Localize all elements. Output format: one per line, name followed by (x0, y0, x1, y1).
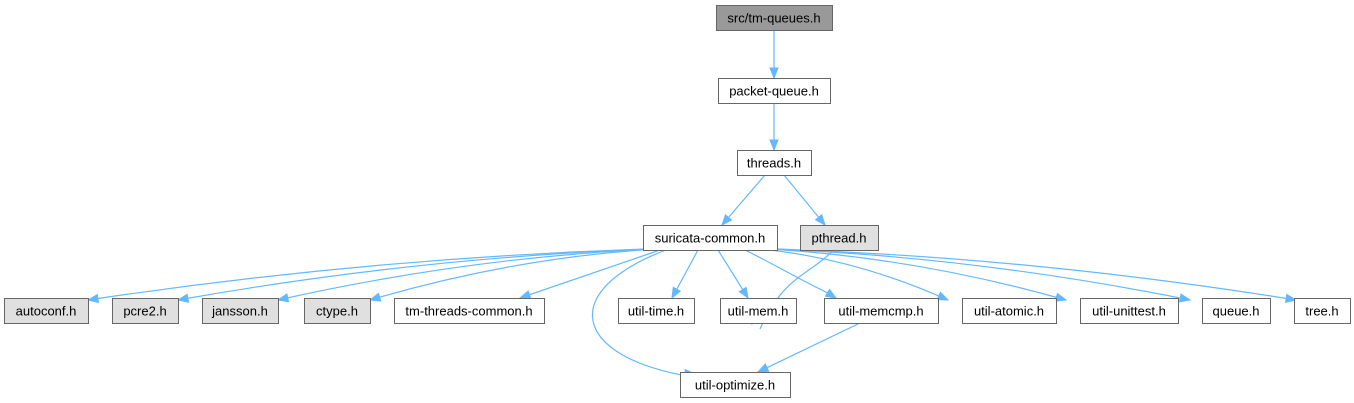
edge-arrowhead-n_common-to-n_tmtc (518, 290, 532, 300)
edge-n_common-to-n_ctype (369, 248, 656, 301)
edge-n_common-to-n_jansson (277, 248, 653, 301)
node-n_unittest[interactable]: util-unittest.h (1080, 298, 1179, 324)
node-label: suricata-common.h (655, 231, 766, 246)
node-n_optimize[interactable]: util-optimize.h (680, 372, 791, 398)
node-box (304, 298, 371, 324)
edge-arrowhead-n_common-to-n_queue (1178, 293, 1192, 303)
node-box (4, 298, 89, 324)
node-label: pcre2.h (123, 304, 166, 319)
node-n_pthread: pthread.h (800, 225, 879, 251)
node-box (824, 298, 939, 324)
node-label: jansson.h (211, 304, 268, 319)
node-label: tm-threads-common.h (405, 304, 532, 319)
node-box (720, 298, 797, 324)
node-box (718, 78, 831, 104)
edge-arrowhead-n_common-to-n_atomic (936, 291, 950, 301)
node-label: util-optimize.h (695, 378, 775, 393)
node-n_tmtc[interactable]: tm-threads-common.h (394, 298, 545, 324)
node-box (112, 298, 179, 324)
edge-arrowhead-n_common-to-n_unittest (1054, 292, 1068, 302)
edge-arrowhead-n_common-to-n_autoconf (86, 293, 100, 304)
node-box (962, 298, 1057, 324)
node-box (680, 372, 791, 398)
node-box (1202, 298, 1271, 324)
node-box (202, 298, 279, 324)
node-box (716, 5, 833, 31)
node-n_pcre2: pcre2.h (112, 298, 179, 324)
node-n_tree[interactable]: tree.h (1294, 298, 1351, 324)
node-label: ctype.h (316, 304, 358, 319)
edge-arrowhead-n_common-to-n_pcre2 (176, 293, 190, 303)
node-label: util-mem.h (728, 304, 789, 319)
node-box (737, 150, 812, 176)
node-label: src/tm-queues.h (727, 11, 820, 26)
node-label: autoconf.h (16, 304, 77, 319)
edge-arrowhead-n_common-to-n_memcmp (824, 288, 838, 299)
nodes-layer: src/tm-queues.h packet-queue.h threads.h su… (4, 5, 1351, 398)
node-n_memcmp[interactable]: util-memcmp.h (824, 298, 939, 324)
node-box (394, 298, 545, 324)
node-label: util-atomic.h (974, 304, 1044, 319)
edge-arrowhead-n_threads-to-n_common (721, 213, 733, 227)
edge-n_threads-to-n_common (721, 174, 766, 226)
edge-n_threads-to-n_pthread (783, 174, 826, 226)
edge-n_common-to-n_optimize (592, 249, 688, 377)
edge-arrowhead-n_common-to-n_time (671, 286, 682, 300)
edge-n_memcmp-to-n_optimize (757, 322, 861, 373)
node-n_atomic[interactable]: util-atomic.h (962, 298, 1057, 324)
node-box (618, 298, 695, 324)
edge-arrowhead-n_memcmp-to-n_optimize (756, 363, 770, 373)
node-n_autoconf: autoconf.h (4, 298, 89, 324)
node-label: pthread.h (812, 231, 867, 246)
edge-arrowhead-n_root-to-n_pq (769, 67, 779, 80)
node-box (1080, 298, 1179, 324)
edge-n_common-to-n_queue (774, 248, 1191, 301)
node-label: util-unittest.h (1092, 304, 1166, 319)
node-n_queue[interactable]: queue.h (1202, 298, 1271, 324)
node-box (1294, 298, 1351, 324)
edge-arrowhead-n_threads-to-n_pthread (814, 213, 826, 227)
node-n_threads[interactable]: threads.h (737, 150, 812, 176)
edge-n_common-to-n_tree (776, 248, 1297, 301)
edges-layer (86, 30, 1298, 379)
edge-n_common-to-n_pcre2 (177, 248, 651, 301)
node-label: queue.h (1213, 304, 1260, 319)
node-n_pq[interactable]: packet-queue.h (718, 78, 831, 104)
node-n_time[interactable]: util-time.h (618, 298, 695, 324)
node-n_common[interactable]: suricata-common.h (643, 225, 778, 251)
node-label: threads.h (747, 156, 801, 171)
node-label: util-time.h (628, 304, 684, 319)
edge-arrowhead-n_pq-to-n_threads (769, 139, 779, 152)
node-n_root[interactable]: src/tm-queues.h (716, 5, 833, 31)
node-box (643, 225, 778, 251)
node-label: util-memcmp.h (838, 304, 923, 319)
edge-arrowhead-n_common-to-n_mem (738, 286, 749, 300)
node-label: tree.h (1305, 304, 1338, 319)
node-n_mem[interactable]: util-mem.h (720, 298, 797, 324)
edge-n_common-to-n_tmtc (519, 249, 661, 299)
edge-n_common-to-n_autoconf (87, 248, 649, 301)
node-n_ctype: ctype.h (304, 298, 371, 324)
edge-arrowhead-n_common-to-n_tree (1284, 293, 1298, 304)
edge-n_common-to-n_unittest (769, 248, 1067, 301)
edge-arrowhead-n_common-to-n_ctype (368, 292, 382, 302)
node-n_jansson: jansson.h (202, 298, 279, 324)
node-label: packet-queue.h (729, 84, 819, 99)
edge-arrowhead-n_common-to-n_jansson (276, 293, 290, 303)
node-box (800, 225, 879, 251)
edge-n_common-to-n_atomic (759, 248, 949, 301)
edge-n_common-to-n_memcmp (744, 249, 831, 295)
